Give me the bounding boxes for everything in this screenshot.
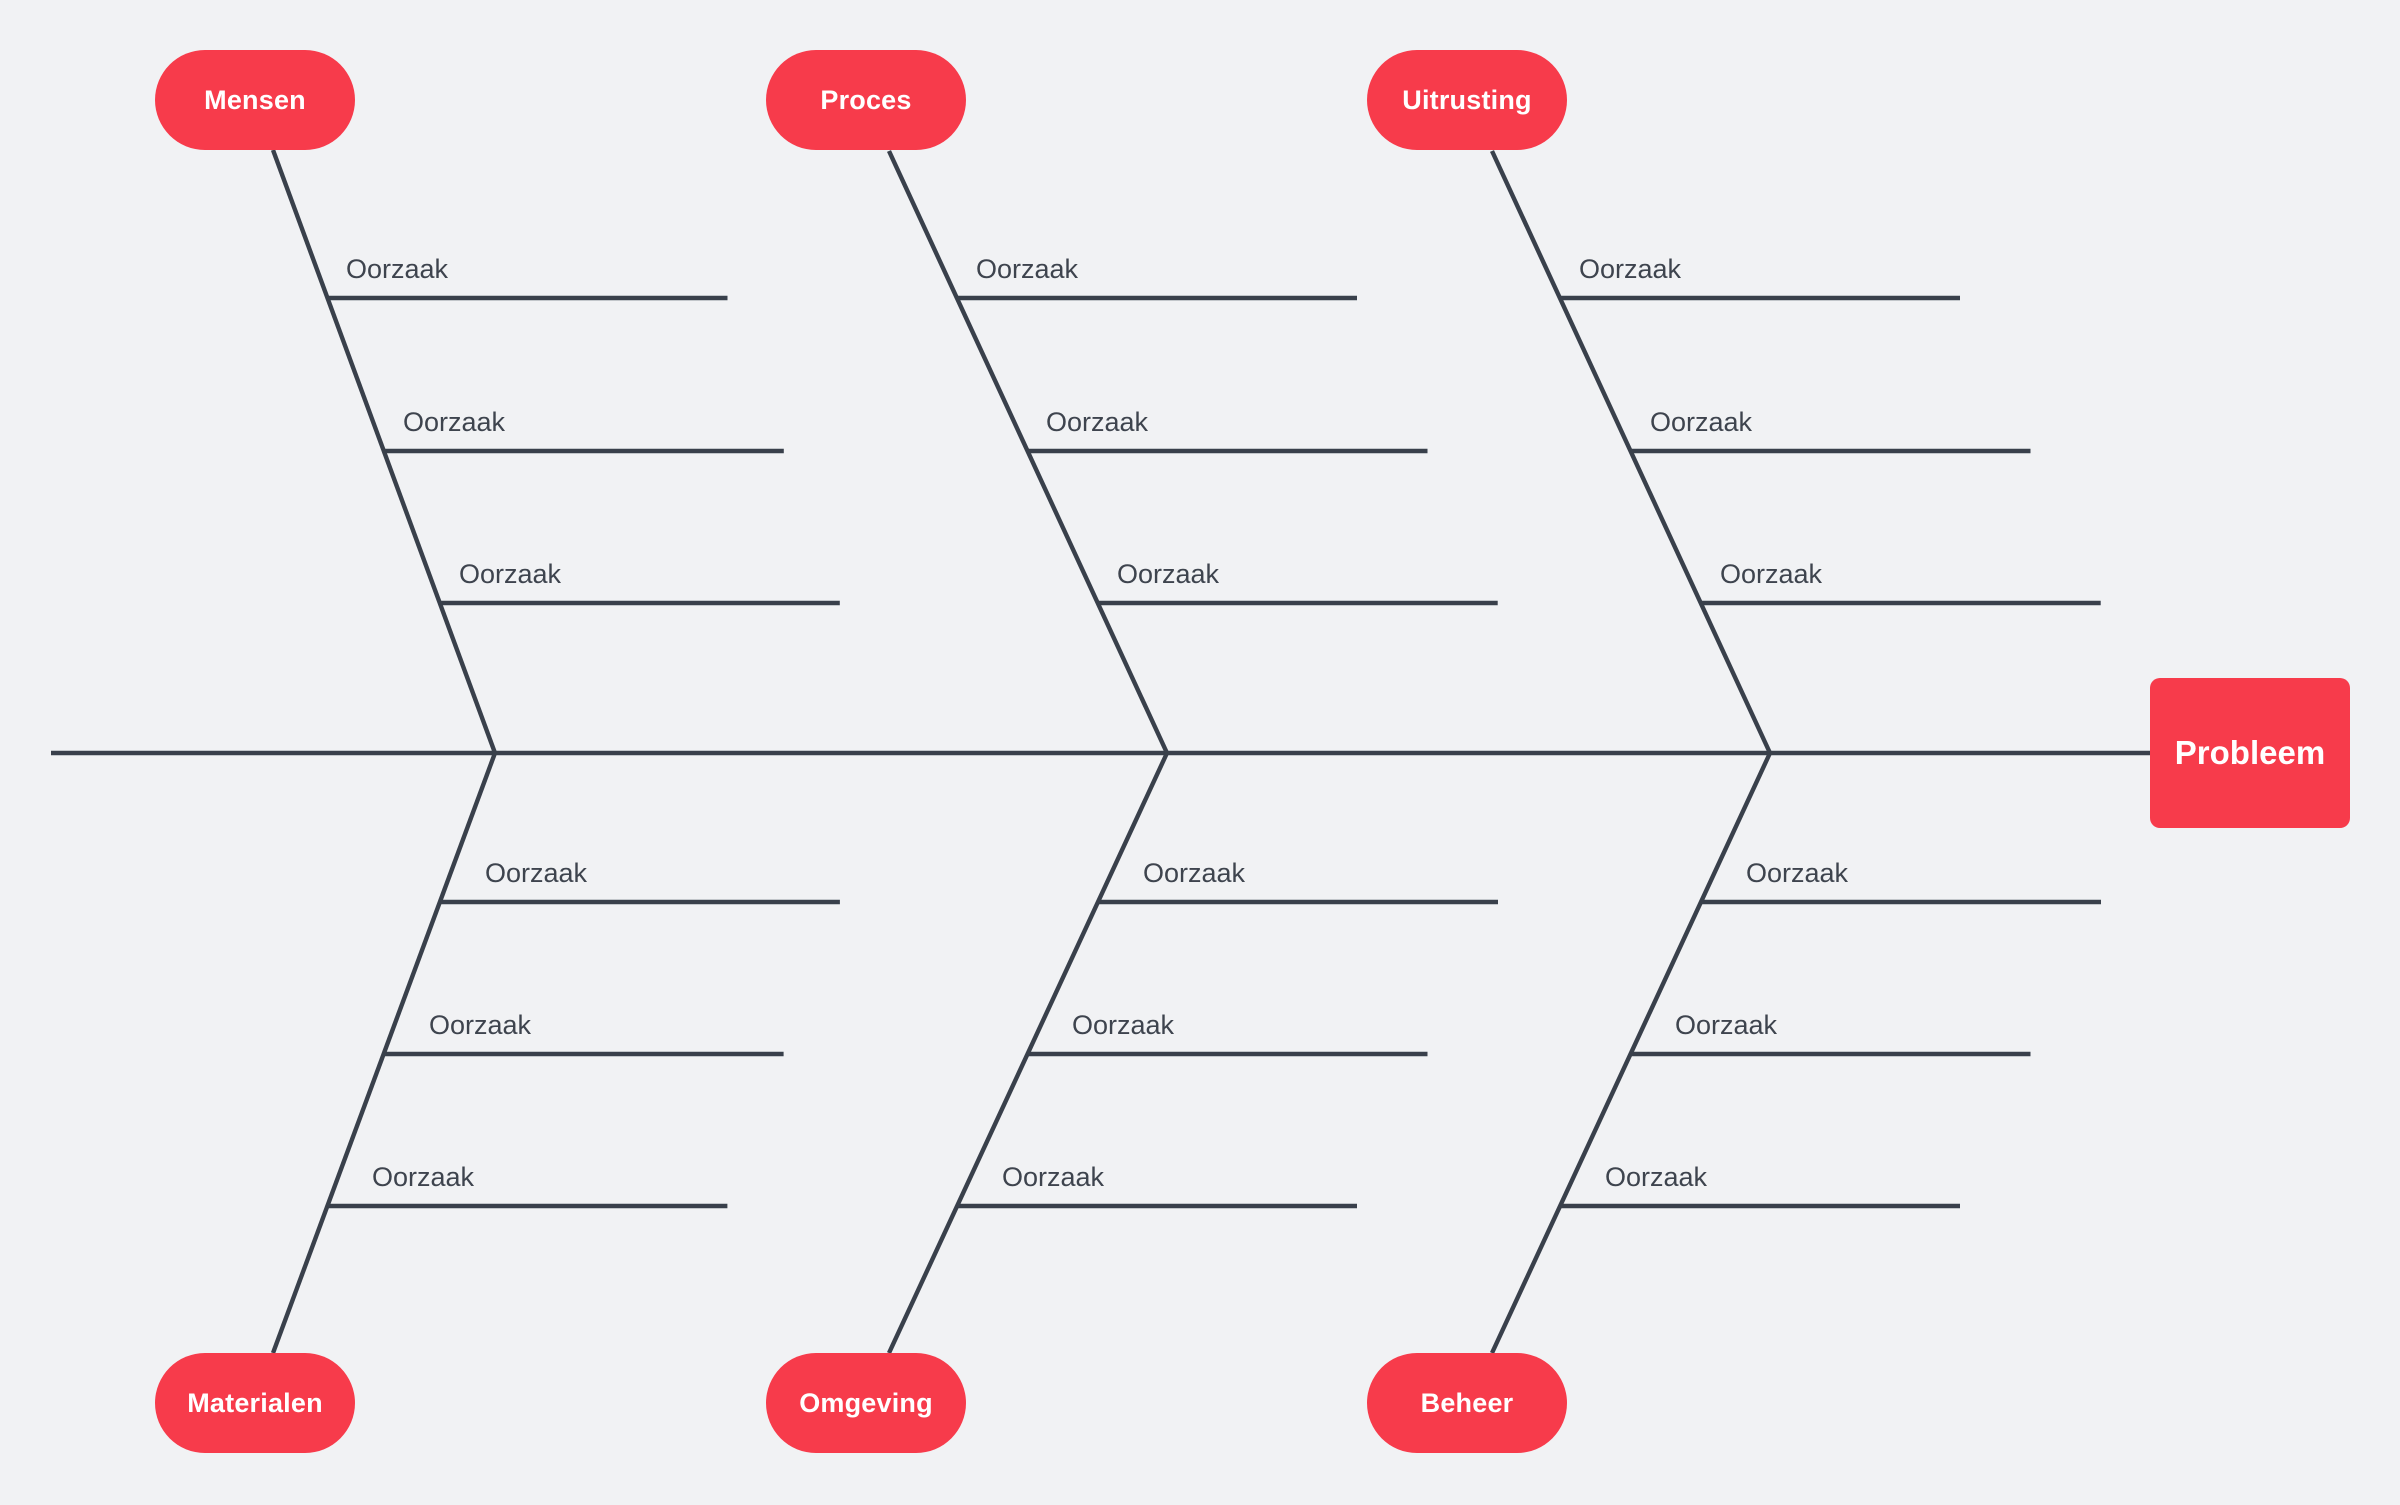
cause-label-proces-3[interactable]: Oorzaak [1117,559,1220,589]
category-label: Mensen [204,84,306,115]
cause-label-mensen-3[interactable]: Oorzaak [459,559,562,589]
cause-label-materialen-2[interactable]: Oorzaak [429,1010,532,1040]
cause-label-beheer-1[interactable]: Oorzaak [1746,858,1849,888]
cause-label-proces-2[interactable]: Oorzaak [1046,407,1149,437]
cause-label-uitrusting-1[interactable]: Oorzaak [1579,254,1682,284]
category-pill-materialen[interactable]: Materialen [155,1353,355,1453]
category-pill-beheer[interactable]: Beheer [1367,1353,1567,1453]
cause-label-omgeving-2[interactable]: Oorzaak [1072,1010,1175,1040]
category-pill-omgeving[interactable]: Omgeving [766,1353,966,1453]
cause-label-materialen-3[interactable]: Oorzaak [372,1162,475,1192]
category-pill-uitrusting[interactable]: Uitrusting [1367,50,1567,150]
cause-label-omgeving-1[interactable]: Oorzaak [1143,858,1246,888]
cause-label-uitrusting-3[interactable]: Oorzaak [1720,559,1823,589]
problem-label: Probleem [2174,734,2326,771]
cause-label-uitrusting-2[interactable]: Oorzaak [1650,407,1753,437]
cause-label-materialen-1[interactable]: Oorzaak [485,858,588,888]
category-label: Omgeving [799,1387,933,1418]
cause-label-mensen-2[interactable]: Oorzaak [403,407,506,437]
category-label: Beheer [1420,1387,1514,1418]
category-pill-mensen[interactable]: Mensen [155,50,355,150]
category-label: Uitrusting [1402,84,1532,115]
cause-label-beheer-3[interactable]: Oorzaak [1605,1162,1708,1192]
category-label: Materialen [187,1387,323,1418]
cause-label-beheer-2[interactable]: Oorzaak [1675,1010,1778,1040]
cause-label-mensen-1[interactable]: Oorzaak [346,254,449,284]
category-label: Proces [820,84,912,115]
cause-label-proces-1[interactable]: Oorzaak [976,254,1079,284]
category-pill-proces[interactable]: Proces [766,50,966,150]
problem-node[interactable]: Probleem [2150,678,2350,828]
cause-label-omgeving-3[interactable]: Oorzaak [1002,1162,1105,1192]
